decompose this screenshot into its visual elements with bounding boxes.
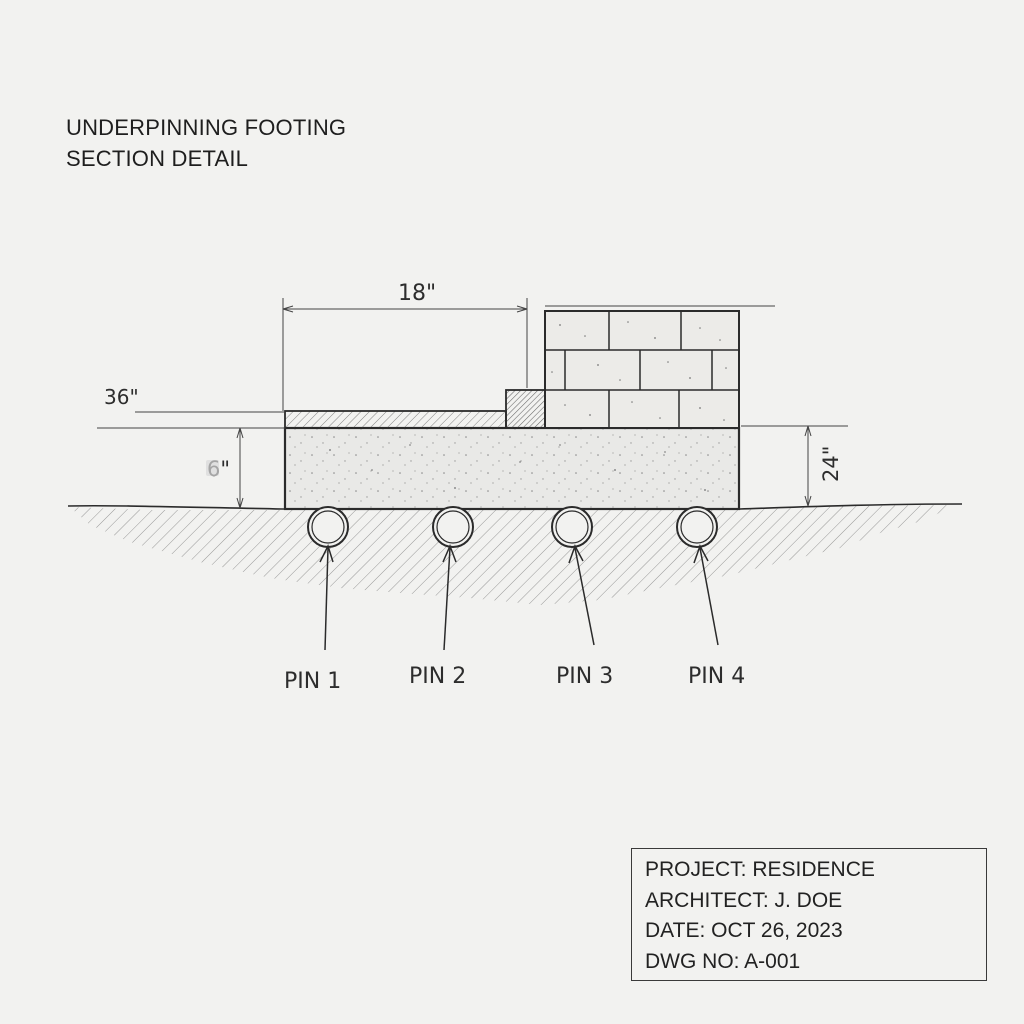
pin-leaders xyxy=(319,544,719,651)
concrete-texture xyxy=(329,444,706,491)
title-line-2: SECTION DETAIL xyxy=(66,146,249,171)
slab-strip xyxy=(284,410,507,429)
title-line-1: UNDERPINNING FOOTING xyxy=(66,115,347,140)
title-block-date: DATE: OCT 26, 2023 xyxy=(645,919,843,942)
drawing-title: UNDERPINNING FOOTING SECTION DETAIL xyxy=(66,112,346,174)
eraser-smudge-icon xyxy=(206,460,219,476)
dimension-left-lines xyxy=(97,411,285,509)
pin-label-4: PIN 4 xyxy=(688,664,745,689)
dimension-right-lines xyxy=(741,425,848,507)
pin-label-2: PIN 2 xyxy=(409,664,466,689)
pin-label-3: PIN 3 xyxy=(556,664,613,689)
masonry-wall xyxy=(544,310,740,429)
dimension-left-label: 36" xyxy=(104,385,139,409)
title-block-project: PROJECT: RESIDENCE xyxy=(645,858,875,881)
concrete-footing xyxy=(283,426,741,511)
key-block xyxy=(505,389,546,429)
pin-circles xyxy=(307,506,718,548)
dimension-right-label: 24" xyxy=(819,446,843,482)
dimension-width-label: 18" xyxy=(398,281,436,306)
soil-hatch xyxy=(70,505,955,605)
title-block-drawing-number: DWG NO: A-001 xyxy=(645,949,801,973)
pin-label-1: PIN 1 xyxy=(284,669,341,694)
title-block: PROJECT: RESIDENCE ARCHITECT: J. DOE DAT… xyxy=(631,848,987,981)
dimension-width xyxy=(282,298,775,411)
title-block-architect: ARCHITECT: J. DOE xyxy=(645,888,843,912)
